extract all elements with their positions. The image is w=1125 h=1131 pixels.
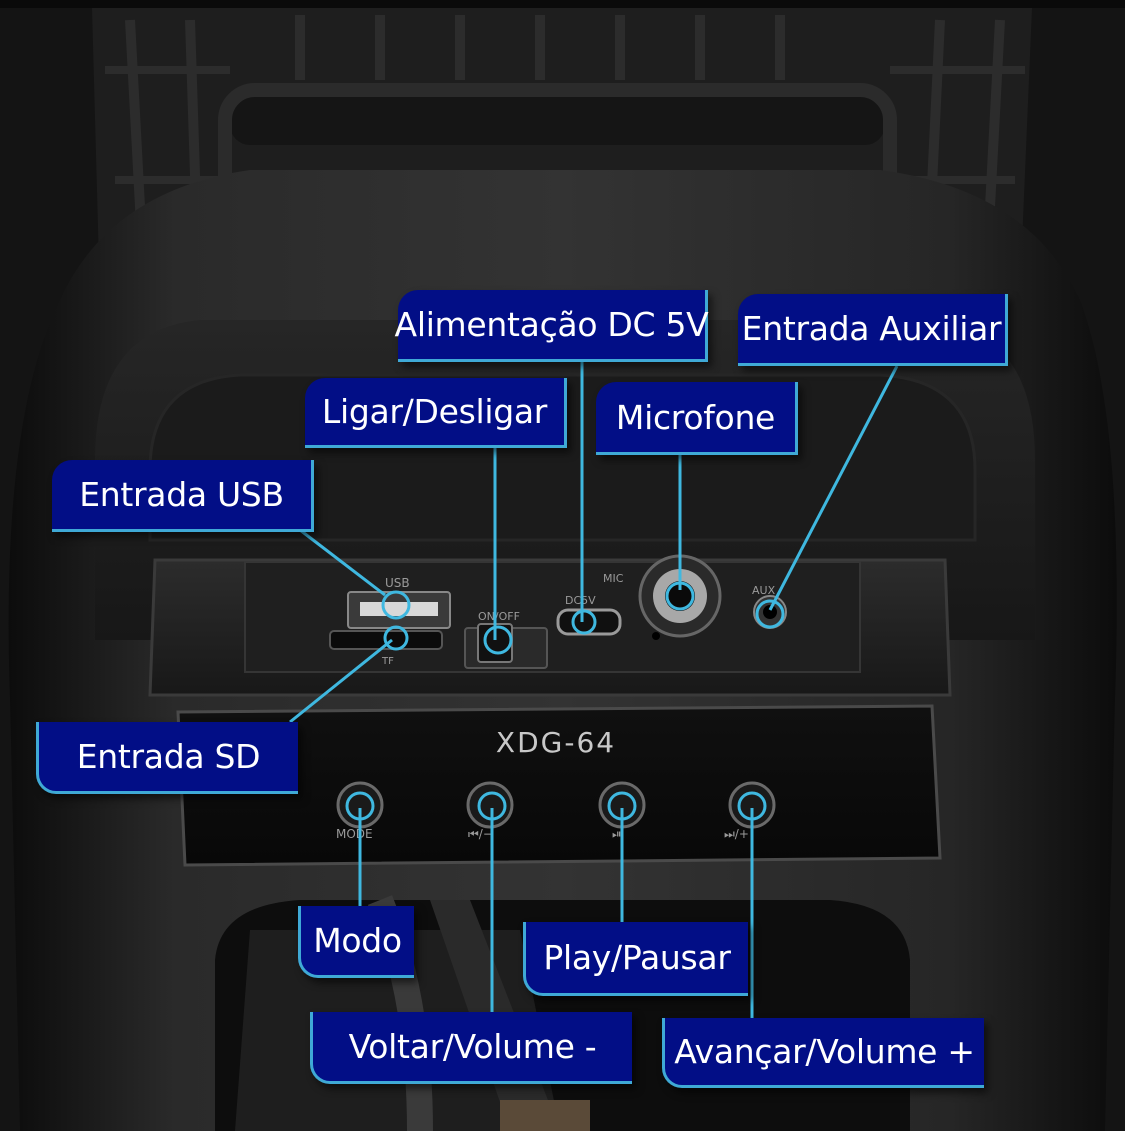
tf-slot-label: TF — [381, 656, 394, 667]
callout-sd-input: Entrada SD — [36, 722, 298, 794]
callout-power-dc-text: Alimentação DC 5V — [394, 305, 709, 344]
callout-on-off-text: Ligar/Desligar — [321, 392, 548, 431]
callout-aux-input-text: Entrada Auxiliar — [741, 309, 1002, 348]
callout-prev-volume-down: Voltar/Volume - — [310, 1012, 632, 1084]
top-control-panel: USB ON/OFF DC5V MIC AUX TF — [148, 554, 952, 697]
callout-usb-input-text: Entrada USB — [79, 475, 284, 514]
callout-sd-input-text: Entrada SD — [76, 737, 261, 776]
next-button-label: ⏭/+ — [724, 827, 749, 841]
model-label: XDG-64 — [496, 726, 616, 759]
mode-button-label: MODE — [336, 827, 373, 841]
callout-aux-input: Entrada Auxiliar — [738, 294, 1008, 366]
callout-microphone: Microfone — [596, 382, 798, 455]
prev-button-label: ⏮/− — [468, 827, 493, 841]
aux-port-label: AUX — [752, 584, 776, 597]
callout-play-pause: Play/Pausar — [523, 922, 748, 996]
target-rings — [345, 581, 785, 821]
callout-power-dc: Alimentação DC 5V — [394, 290, 709, 362]
callout-usb-input: Entrada USB — [52, 460, 314, 532]
callout-on-off: Ligar/Desligar — [305, 378, 567, 448]
play-button-label: ⏯ — [612, 827, 622, 841]
leader-lines — [289, 362, 899, 1018]
callout-next-volume-up-text: Avançar/Volume + — [674, 1032, 975, 1071]
callout-prev-volume-down-text: Voltar/Volume - — [348, 1027, 597, 1066]
mic-port-label: MIC — [603, 572, 624, 585]
usb-port-label: USB — [385, 576, 410, 590]
callout-mode: Modo — [298, 906, 414, 978]
callout-next-volume-up: Avançar/Volume + — [662, 1018, 984, 1088]
switch-label: ON/OFF — [478, 610, 520, 623]
callout-play-pause-text: Play/Pausar — [543, 938, 731, 977]
callout-microphone-text: Microfone — [615, 397, 776, 437]
front-face-plate: XDG-64 MODE ⏮/− ⏯ ⏭/+ — [176, 704, 942, 867]
callout-mode-text: Modo — [313, 921, 402, 960]
